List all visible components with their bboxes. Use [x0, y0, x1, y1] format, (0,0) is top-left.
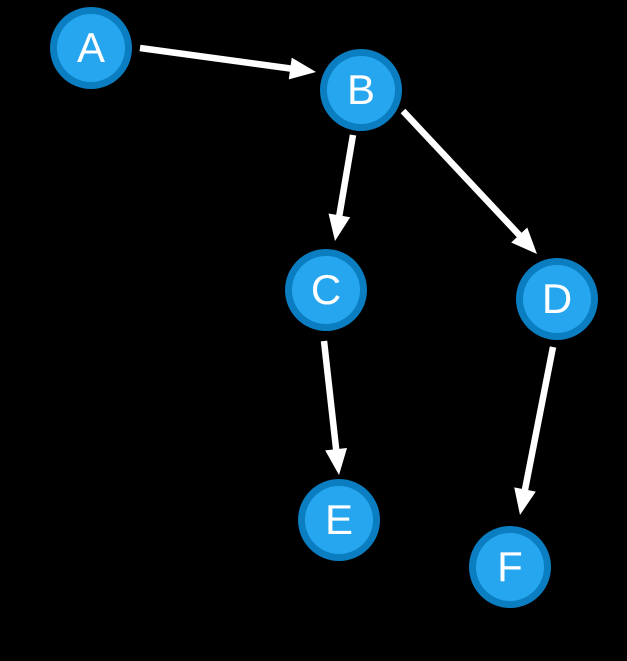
edge-shaft: [320, 340, 340, 452]
arrowhead-icon: [511, 227, 537, 254]
arrowhead-icon: [514, 487, 536, 515]
graph-node-F[interactable]: F: [469, 526, 551, 608]
node-label: C: [310, 266, 342, 313]
edge-C-E: [320, 340, 348, 475]
node-circle: [305, 486, 373, 554]
edge-shaft: [139, 44, 293, 72]
edge-shaft: [335, 134, 357, 218]
arrowhead-icon: [325, 447, 348, 475]
node-circle: [292, 256, 360, 324]
node-label: F: [497, 543, 523, 590]
node-label: D: [541, 275, 573, 322]
graph-node-A[interactable]: A: [50, 7, 132, 89]
graph-node-B[interactable]: B: [320, 49, 402, 131]
edge-A-B: [139, 44, 316, 80]
edge-B-C: [328, 134, 357, 241]
edge-B-D: [400, 108, 537, 254]
graph-node-E[interactable]: E: [298, 479, 380, 561]
graph-node-D[interactable]: D: [516, 258, 598, 340]
node-label: A: [76, 24, 105, 71]
graph-node-C[interactable]: C: [285, 249, 367, 331]
node-circle: [327, 56, 395, 124]
node-circle: [57, 14, 125, 82]
edge-shaft: [400, 108, 523, 239]
arrowhead-icon: [328, 213, 351, 241]
node-circle: [476, 533, 544, 601]
node-label: E: [324, 496, 353, 543]
edge-D-F: [514, 346, 557, 515]
node-circle: [523, 265, 591, 333]
edge-shaft: [521, 346, 557, 493]
arrowhead-icon: [288, 57, 316, 80]
node-label: B: [346, 66, 375, 113]
